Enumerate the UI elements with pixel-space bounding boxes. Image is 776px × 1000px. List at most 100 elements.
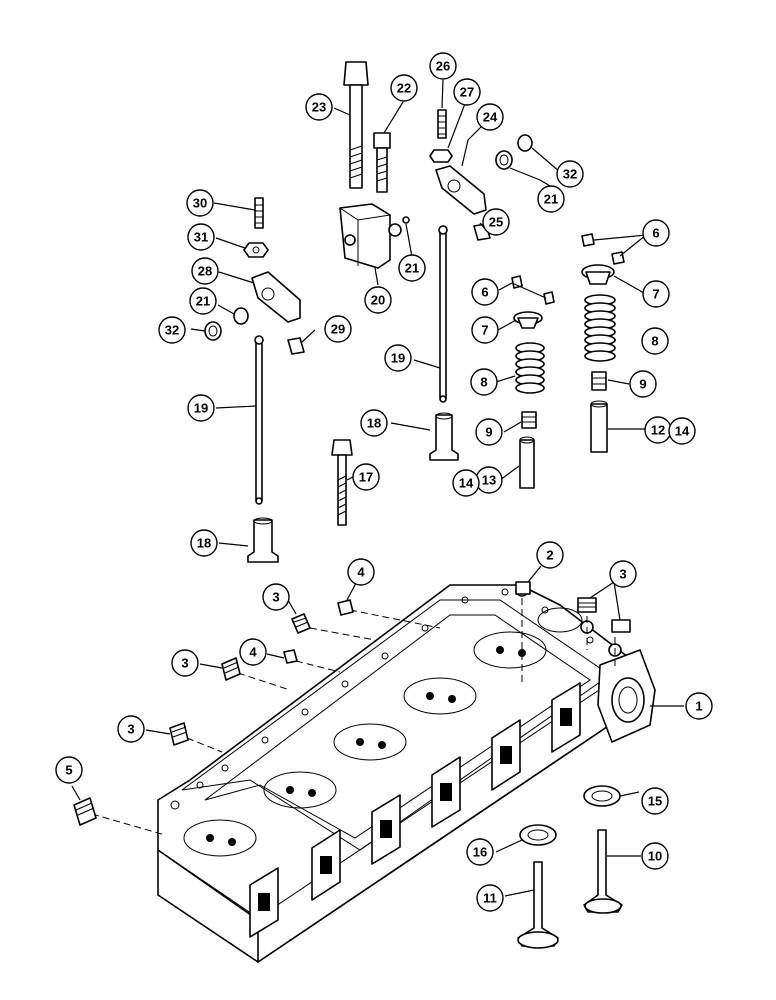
svg-text:22: 22 bbox=[397, 81, 411, 96]
svg-text:23: 23 bbox=[312, 100, 326, 115]
svg-text:29: 29 bbox=[331, 322, 345, 337]
svg-text:28: 28 bbox=[198, 264, 212, 279]
callout-8: 8 bbox=[470, 368, 498, 396]
svg-text:31: 31 bbox=[194, 230, 208, 245]
svg-text:7: 7 bbox=[652, 287, 659, 302]
left-valvetrain bbox=[204, 197, 353, 563]
callout-19: 19 bbox=[384, 344, 412, 372]
svg-text:19: 19 bbox=[391, 351, 405, 366]
svg-text:3: 3 bbox=[619, 567, 626, 582]
callout-20: 20 bbox=[364, 286, 392, 314]
svg-text:18: 18 bbox=[367, 416, 381, 431]
callout-22: 22 bbox=[390, 74, 418, 102]
svg-text:32: 32 bbox=[563, 167, 577, 182]
svg-text:21: 21 bbox=[405, 261, 419, 276]
svg-text:2: 2 bbox=[546, 548, 553, 563]
callout-1: 1 bbox=[685, 692, 713, 720]
callout-26: 26 bbox=[429, 52, 457, 80]
svg-text:32: 32 bbox=[165, 323, 179, 338]
callout-21: 21 bbox=[398, 254, 426, 282]
callout-12: 12 bbox=[644, 416, 672, 444]
svg-text:11: 11 bbox=[483, 891, 497, 906]
callout-29: 29 bbox=[324, 315, 352, 343]
callout-7: 7 bbox=[471, 316, 499, 344]
callout-13: 13 bbox=[475, 466, 503, 494]
callout-32: 32 bbox=[158, 316, 186, 344]
callout-30: 30 bbox=[186, 189, 214, 217]
svg-text:12: 12 bbox=[651, 423, 665, 438]
valve-seat-inserts bbox=[519, 785, 621, 846]
svg-text:8: 8 bbox=[651, 334, 658, 349]
callout-19: 19 bbox=[187, 394, 215, 422]
svg-text:3: 3 bbox=[127, 722, 134, 737]
svg-text:9: 9 bbox=[485, 425, 492, 440]
svg-text:3: 3 bbox=[272, 590, 279, 605]
svg-text:16: 16 bbox=[473, 845, 487, 860]
callout-21: 21 bbox=[537, 185, 565, 213]
svg-text:10: 10 bbox=[648, 849, 662, 864]
svg-text:19: 19 bbox=[194, 401, 208, 416]
callout-3: 3 bbox=[171, 649, 199, 677]
svg-text:3: 3 bbox=[181, 656, 188, 671]
callout-24: 24 bbox=[476, 103, 504, 131]
callout-18: 18 bbox=[360, 409, 388, 437]
callout-14: 14 bbox=[452, 469, 480, 497]
callout-14: 14 bbox=[668, 417, 696, 445]
svg-text:26: 26 bbox=[436, 59, 450, 74]
svg-text:8: 8 bbox=[480, 375, 487, 390]
callout-5: 5 bbox=[55, 756, 83, 784]
callout-2: 2 bbox=[536, 541, 564, 569]
svg-text:24: 24 bbox=[483, 110, 498, 125]
callout-25: 25 bbox=[482, 208, 510, 236]
callout-28: 28 bbox=[191, 257, 219, 285]
callouts: 1 2 3 3 3 3 4 4 5 6 6 7 7 8 8 9 9 10 11 … bbox=[55, 52, 713, 912]
svg-text:18: 18 bbox=[197, 536, 211, 551]
svg-text:14: 14 bbox=[675, 424, 690, 439]
valves bbox=[517, 829, 623, 949]
callout-21: 21 bbox=[189, 287, 217, 315]
callout-8: 8 bbox=[641, 327, 669, 355]
callout-15: 15 bbox=[641, 787, 669, 815]
callout-9: 9 bbox=[629, 370, 657, 398]
callout-6: 6 bbox=[642, 219, 670, 247]
right-valve-spring-stack bbox=[581, 233, 625, 453]
svg-text:9: 9 bbox=[639, 377, 646, 392]
svg-text:15: 15 bbox=[648, 794, 662, 809]
svg-text:20: 20 bbox=[371, 293, 385, 308]
callout-3: 3 bbox=[609, 560, 637, 588]
callout-18: 18 bbox=[190, 529, 218, 557]
svg-text:5: 5 bbox=[65, 763, 72, 778]
callout-27: 27 bbox=[453, 78, 481, 106]
svg-text:6: 6 bbox=[481, 285, 488, 300]
svg-text:27: 27 bbox=[460, 85, 474, 100]
callout-11: 11 bbox=[476, 884, 504, 912]
callout-23: 23 bbox=[305, 93, 333, 121]
callout-10: 10 bbox=[641, 842, 669, 870]
svg-text:6: 6 bbox=[652, 226, 659, 241]
assembly-lines bbox=[91, 598, 616, 836]
svg-text:4: 4 bbox=[249, 645, 257, 660]
cylinder-head bbox=[157, 583, 656, 963]
svg-text:4: 4 bbox=[357, 565, 365, 580]
callout-3: 3 bbox=[262, 583, 290, 611]
svg-text:14: 14 bbox=[459, 476, 474, 491]
callout-32: 32 bbox=[556, 160, 584, 188]
callout-4: 4 bbox=[347, 558, 375, 586]
expansion-plugs bbox=[73, 581, 631, 826]
callout-3: 3 bbox=[117, 715, 145, 743]
svg-text:13: 13 bbox=[482, 473, 496, 488]
callout-31: 31 bbox=[187, 223, 215, 251]
callout-17: 17 bbox=[352, 463, 380, 491]
center-valvetrain bbox=[339, 61, 555, 489]
svg-text:25: 25 bbox=[489, 215, 503, 230]
callout-16: 16 bbox=[466, 838, 494, 866]
svg-text:7: 7 bbox=[481, 323, 488, 338]
callout-4: 4 bbox=[239, 638, 267, 666]
svg-text:21: 21 bbox=[544, 192, 558, 207]
callout-6: 6 bbox=[471, 278, 499, 306]
callout-9: 9 bbox=[475, 418, 503, 446]
svg-text:21: 21 bbox=[196, 294, 210, 309]
svg-text:17: 17 bbox=[359, 470, 373, 485]
callout-7: 7 bbox=[642, 280, 670, 308]
